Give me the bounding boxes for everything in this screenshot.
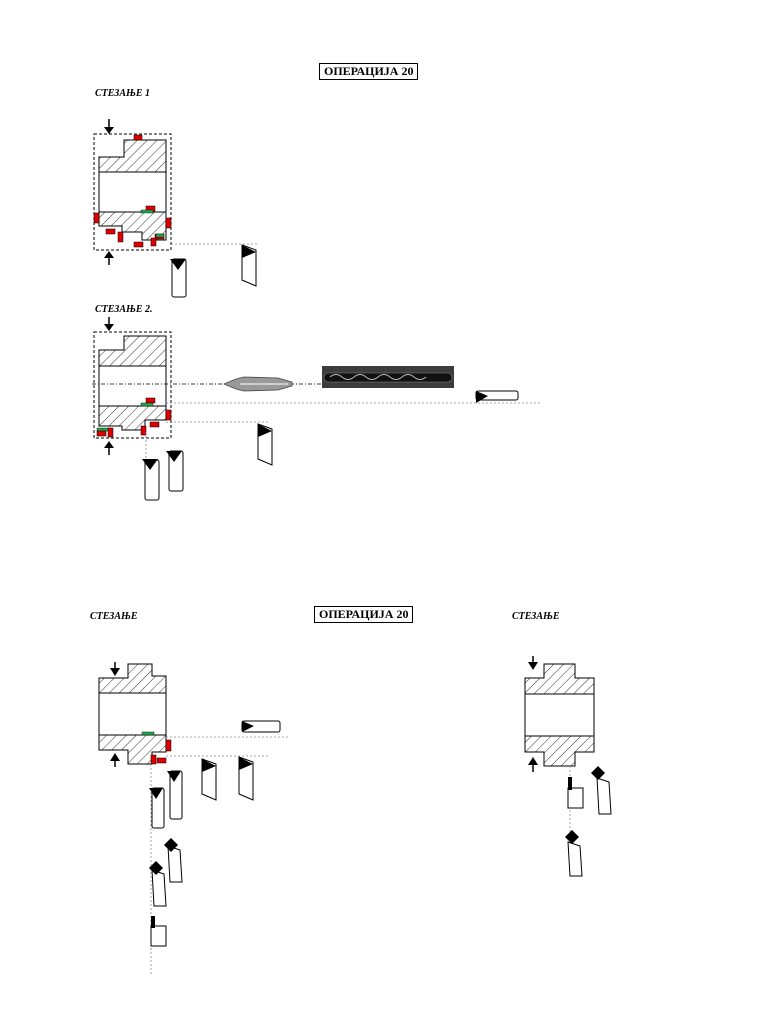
turning-tool-icon <box>565 830 583 877</box>
datum-mark <box>165 217 172 229</box>
datum-mark <box>150 237 157 247</box>
setup-2-workpiece <box>93 331 172 439</box>
support-mark <box>140 402 154 407</box>
turning-tool-icon <box>167 770 183 820</box>
clamp-arrow-icon <box>528 662 538 670</box>
turning-tool-icon <box>164 838 183 883</box>
setup-1-datums <box>93 134 172 248</box>
sheet2-left-tools <box>149 756 254 947</box>
clamp-arrow-icon <box>104 441 114 448</box>
clamp-arrow-icon <box>104 324 114 331</box>
operation-title-1: ОПЕРАЦИЈА 20 <box>319 63 419 80</box>
twist-drill-icon <box>322 366 454 388</box>
datum-mark <box>165 739 172 752</box>
setup-2-tools <box>142 423 273 501</box>
bore <box>98 692 167 736</box>
support-mark <box>155 233 165 238</box>
boring-bar-icon <box>475 390 519 403</box>
setup-2-datums <box>96 397 172 438</box>
clamp-arrow-icon <box>528 757 538 765</box>
datum-mark <box>133 134 143 141</box>
upper-section <box>98 335 167 367</box>
turning-tool-icon <box>257 423 273 466</box>
datum-mark <box>117 231 124 243</box>
clamping-right-label: СТЕЗАЊЕ <box>512 611 560 622</box>
clamp-arrow-icon <box>104 251 114 258</box>
boring-bar-icon <box>241 720 281 733</box>
support-mark <box>141 731 155 736</box>
sheet2-right-clamps <box>528 656 538 772</box>
setup-1-tools <box>170 244 257 298</box>
lower-section <box>524 735 595 767</box>
datum-mark <box>145 397 156 404</box>
clamp-arrow-icon <box>104 127 114 134</box>
datum-mark <box>149 421 160 428</box>
bore <box>98 171 167 213</box>
grooving-tool-icon <box>150 916 167 947</box>
sheet2-right-workpiece <box>524 663 595 767</box>
support-mark <box>140 209 154 214</box>
sheet2-left-workpiece <box>98 663 172 765</box>
grooving-tool-icon <box>567 777 584 809</box>
datum-mark <box>96 430 107 437</box>
operation-title-2: ОПЕРАЦИЈА 20 <box>314 606 414 623</box>
setup-1-clamps <box>104 119 114 265</box>
datum-mark <box>107 427 114 438</box>
chuck-envelope <box>93 133 172 251</box>
datum-mark <box>140 425 147 436</box>
clamping-1-label: СТЕЗАЊЕ 1 <box>95 88 150 99</box>
turning-tool-icon <box>238 756 254 801</box>
datum-mark <box>165 409 172 421</box>
clamping-2-label: СТЕЗАЊЕ 2. <box>95 304 153 315</box>
center-drill-icon <box>222 376 293 392</box>
setup-1-workpiece <box>93 133 172 251</box>
datum-mark <box>133 241 144 248</box>
datum-mark <box>150 754 157 765</box>
sheet2-left-clamps <box>110 662 120 767</box>
clamp-arrow-icon <box>110 668 120 676</box>
support-mark <box>96 427 110 432</box>
datum-mark <box>93 212 100 224</box>
upper-section <box>98 139 167 173</box>
sheet2-right-tools <box>565 766 612 877</box>
clamping-left-label: СТЕЗАЊЕ <box>90 611 138 622</box>
datum-mark <box>105 228 116 235</box>
turning-tool-icon <box>591 766 612 815</box>
clamp-arrow-icon <box>110 753 120 761</box>
turning-tool-icon <box>201 758 217 801</box>
upper-section <box>524 663 595 695</box>
turning-tool-icon <box>142 459 160 501</box>
turning-tool-icon <box>149 787 165 829</box>
turning-tool-icon <box>241 244 257 287</box>
turning-tool-icon <box>170 258 187 298</box>
upper-section <box>98 663 167 694</box>
bore <box>98 365 167 407</box>
turning-tool-icon <box>149 861 167 907</box>
turning-tool-icon <box>166 450 184 492</box>
bore <box>524 693 595 737</box>
setup-2-clamps <box>104 317 114 455</box>
datum-mark <box>156 757 167 764</box>
chuck-envelope <box>93 331 172 439</box>
